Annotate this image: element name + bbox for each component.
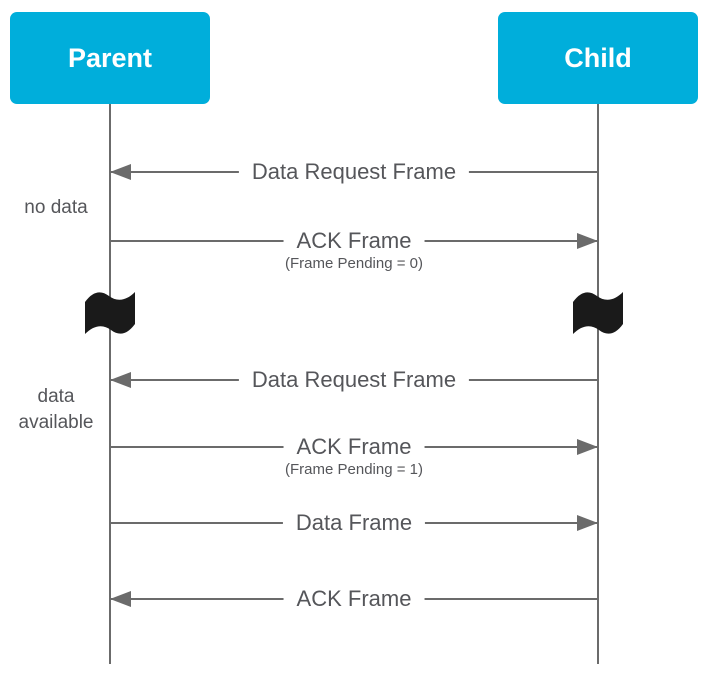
arrowhead-right-icon — [577, 439, 598, 455]
flag-icon — [85, 292, 135, 334]
actor-label-parent: Parent — [67, 42, 153, 73]
message-label: Data Request Frame — [238, 364, 470, 396]
message-label: Data Request Frame — [238, 156, 470, 188]
arrowhead-right-icon — [577, 515, 598, 531]
actor-box-parent: Parent — [10, 12, 210, 104]
message-sublabel: (Frame Pending = 0) — [279, 254, 429, 273]
actor-box-child: Child — [498, 12, 698, 104]
message-sublabel: (Frame Pending = 1) — [279, 460, 429, 479]
lifeline-child — [597, 104, 599, 664]
message-label: Data Frame — [282, 507, 426, 539]
message-label: ACK Frame — [283, 583, 425, 615]
message-label: ACK Frame — [283, 431, 425, 463]
actor-label-child: Child — [564, 42, 632, 73]
message-label: ACK Frame — [283, 225, 425, 257]
arrowhead-left-icon — [110, 591, 131, 607]
arrowhead-left-icon — [110, 372, 131, 388]
flag-icon — [573, 292, 623, 334]
side-note-data-available: data available — [18, 386, 94, 433]
arrowhead-left-icon — [110, 164, 131, 180]
side-note-no-data: no data — [24, 197, 88, 218]
arrowhead-right-icon — [577, 233, 598, 249]
